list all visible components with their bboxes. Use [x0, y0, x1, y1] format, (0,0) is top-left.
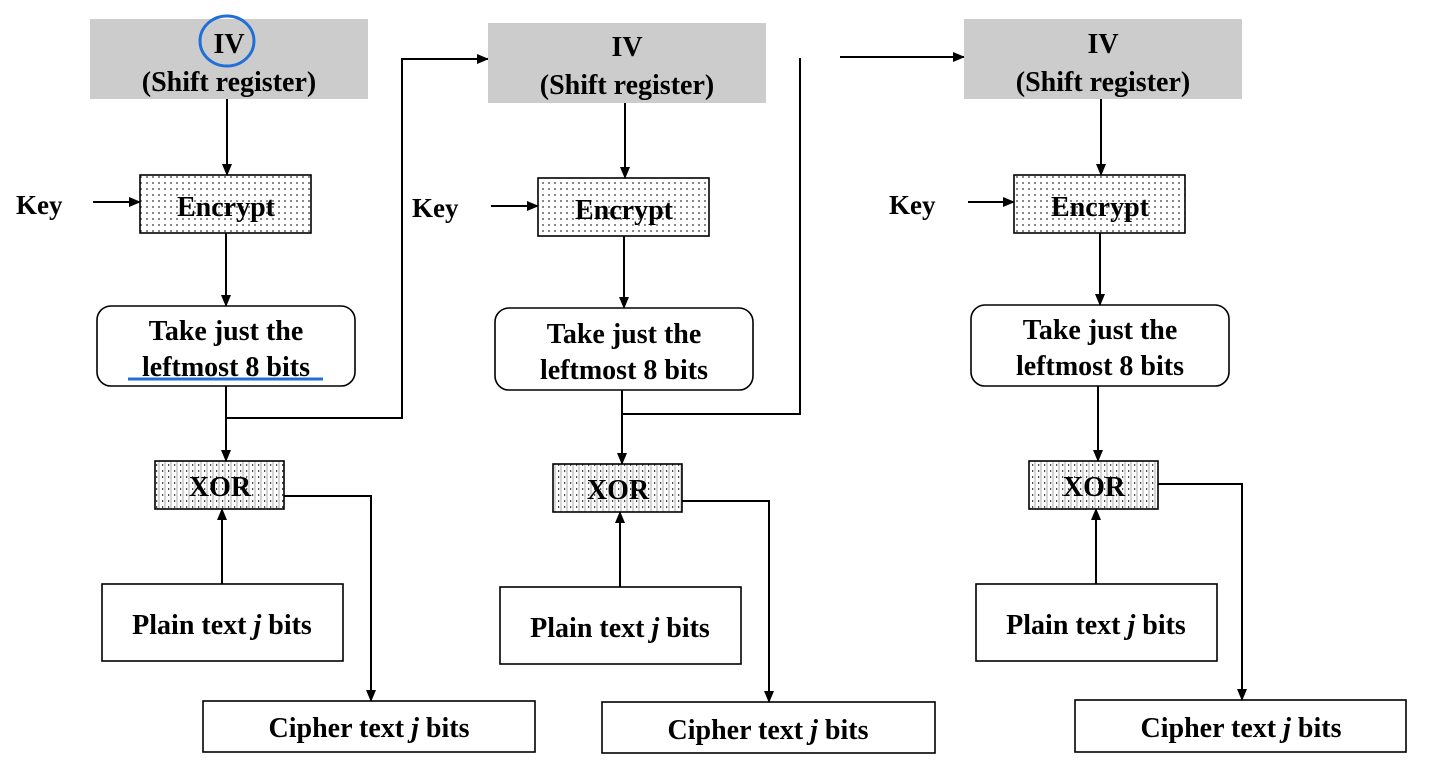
plain-text-label: Plain text j bits	[1006, 610, 1186, 641]
xor-to-cipher-arrow	[284, 495, 376, 702]
select-bits-line2: leftmost 8 bits	[1016, 351, 1184, 382]
xor-label: XOR	[587, 475, 650, 506]
shift-register-label: (Shift register)	[540, 70, 714, 101]
cipher-text-box	[601, 701, 936, 754]
xor-to-cipher-arrow	[682, 500, 774, 703]
cipher-text-label: Cipher text j bits	[1141, 713, 1342, 744]
xor-to-cipher-arrow	[1158, 483, 1247, 701]
encrypt-label: Encrypt	[177, 192, 276, 223]
select-bits-line1: Take just the	[149, 316, 304, 347]
xor-box	[154, 460, 285, 510]
feedback-to-next-iv-arrow	[226, 54, 489, 419]
encrypt-label: Encrypt	[575, 195, 674, 226]
xor-box	[1028, 460, 1159, 510]
iv-label: IV	[213, 29, 244, 60]
stage-2: IV (Shift register) Key Encrypt Take jus…	[412, 23, 965, 754]
encrypt-box	[139, 174, 312, 234]
plain-text-box	[499, 586, 742, 665]
iv-label: IV	[1087, 29, 1118, 60]
stage-3: IV (Shift register) Key Encrypt Take jus…	[889, 19, 1407, 753]
key-label: Key	[16, 190, 63, 220]
select-bits-line1: Take just the	[1023, 315, 1178, 346]
feedback-line	[622, 58, 801, 415]
plain-text-label: Plain text j bits	[530, 613, 710, 644]
plain-text-box	[101, 583, 344, 662]
iv-label: IV	[611, 32, 642, 63]
plain-text-label: Plain text j bits	[132, 610, 312, 641]
shift-register-label: (Shift register)	[1016, 67, 1190, 98]
encrypt-label: Encrypt	[1051, 192, 1150, 223]
xor-box	[552, 463, 683, 513]
cipher-text-label: Cipher text j bits	[269, 713, 470, 744]
iv-annotation-circle	[198, 14, 256, 68]
encrypt-box	[537, 177, 710, 237]
iv-shift-register-box	[964, 19, 1242, 99]
xor-label: XOR	[189, 472, 252, 503]
key-label: Key	[889, 190, 936, 220]
iv-shift-register-box	[90, 19, 368, 99]
plain-text-box	[975, 583, 1218, 662]
shift-register-label: (Shift register)	[142, 67, 316, 98]
select-bits-line2: leftmost 8 bits	[540, 355, 708, 386]
cipher-text-box	[202, 700, 536, 753]
encrypt-box	[1013, 174, 1186, 234]
iv-shift-register-box	[488, 23, 766, 103]
select-bits-line1: Take just the	[547, 319, 702, 350]
cipher-text-label: Cipher text j bits	[668, 715, 869, 746]
xor-label: XOR	[1063, 472, 1126, 503]
cipher-text-box	[1074, 699, 1407, 753]
key-label: Key	[412, 193, 459, 223]
stage-1: IV (Shift register) Key Encrypt Take jus…	[16, 14, 536, 753]
